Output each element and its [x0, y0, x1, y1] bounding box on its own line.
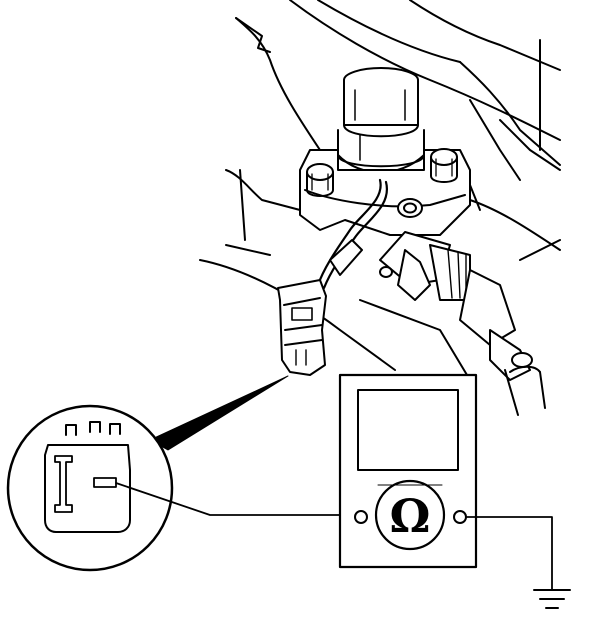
- harness-connector: [277, 279, 327, 376]
- test-lead-terminal: [115, 482, 351, 516]
- callout-leader: [149, 375, 289, 451]
- pressure-sensor: [379, 231, 533, 381]
- ground-symbol-icon: [533, 589, 571, 609]
- bolt-left: [306, 163, 334, 197]
- magnified-connector-callout-icon: [6, 404, 174, 572]
- test-lead-ground: [465, 516, 553, 591]
- harness-wire: [316, 178, 389, 290]
- mounting-flange: [299, 149, 471, 236]
- solenoid-valve: [337, 67, 425, 174]
- bolt-right: [430, 148, 458, 183]
- ohm-symbol-label: Ω: [390, 489, 431, 543]
- meter-jack-left: [354, 510, 368, 524]
- ohmmeter-icon: [338, 373, 478, 569]
- bolt-center: [397, 198, 423, 218]
- engine-housing-outline: [199, 0, 561, 381]
- hose: [504, 365, 546, 416]
- meter-jack-right: [453, 510, 467, 524]
